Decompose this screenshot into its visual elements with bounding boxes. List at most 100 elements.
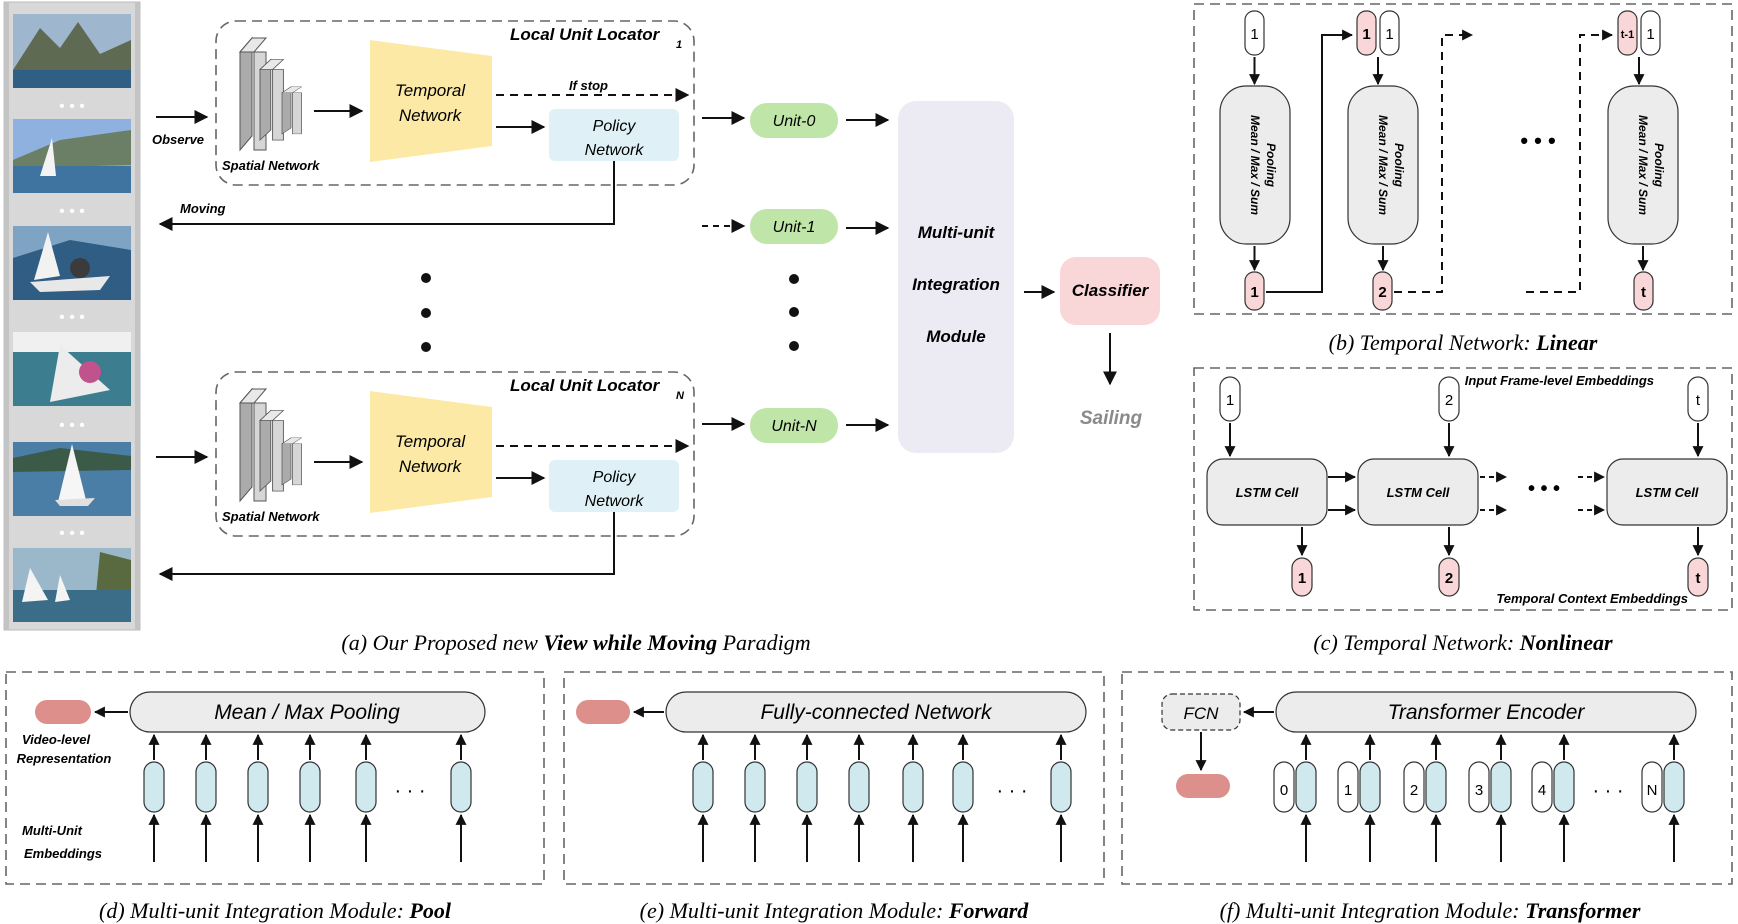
position-index: 1 bbox=[1344, 782, 1352, 799]
policy-network-box bbox=[549, 460, 679, 512]
lstm-cell bbox=[1206, 458, 1328, 526]
embeddings-label-l2: Embeddings bbox=[24, 846, 102, 861]
panel-c: Input Frame-level Embeddings Temporal Co… bbox=[1193, 367, 1733, 655]
output-token: 2 bbox=[1378, 284, 1386, 301]
frame-gap-dots: • • • bbox=[59, 417, 85, 434]
locator-1-title: Local Unit Locator bbox=[510, 25, 661, 44]
panel-a: • • • • • • • • • • • • • bbox=[3, 1, 1160, 655]
local-unit-locator-n: Local Unit Locator N Spatial Network Tem… bbox=[215, 371, 695, 537]
temporal-network-label-l2: Network bbox=[399, 457, 463, 476]
moving-label: Moving bbox=[180, 201, 226, 216]
locator-n-sub: N bbox=[676, 390, 685, 402]
classifier bbox=[1060, 257, 1160, 325]
video-rep-label-l1: Video-level bbox=[22, 732, 91, 747]
transformer-encoder-label: Transformer Encoder bbox=[1388, 701, 1586, 724]
temporal-network-label-l2: Network bbox=[399, 106, 463, 125]
input-token: 1 bbox=[1226, 392, 1234, 409]
video-rep-label-l2: Representation bbox=[17, 751, 112, 766]
transformer-encoder-bar bbox=[1275, 691, 1697, 733]
policy-network-label-l2: Network bbox=[585, 493, 645, 510]
input-token: 1 bbox=[1250, 26, 1258, 43]
film-strip: • • • • • • • • • • • • • bbox=[3, 1, 141, 631]
lstm-cell-label: LSTM Cell bbox=[1236, 485, 1299, 500]
output-token: 2 bbox=[1445, 570, 1453, 587]
embedding-column bbox=[450, 733, 472, 862]
lstm-ellipsis: • • • bbox=[1528, 478, 1560, 500]
embedding-column bbox=[247, 733, 269, 862]
embedding-column bbox=[848, 733, 870, 862]
pooling-box bbox=[1219, 85, 1291, 245]
policy-network-box bbox=[549, 109, 679, 161]
panel-b: 1 Mean / Max / Sum Pooling 1 1 1 Mean / … bbox=[1193, 3, 1733, 355]
pooling-box bbox=[1347, 85, 1419, 245]
unit-n-label: Unit-N bbox=[771, 418, 817, 435]
unit-n bbox=[750, 408, 838, 443]
positional-embedding-column: 1 bbox=[1337, 733, 1381, 862]
caption-c: (c) Temporal Network: Nonlinear bbox=[1313, 630, 1613, 655]
frame-gap-dots: • • • bbox=[59, 203, 85, 220]
output-token: t bbox=[1641, 284, 1646, 301]
embedding-column bbox=[143, 733, 165, 862]
pooling-label-l2: Pooling bbox=[1652, 143, 1666, 188]
panel-e: Fully-connected Network · · · (e) Multi-… bbox=[563, 671, 1105, 923]
pooling-box bbox=[1607, 85, 1679, 245]
spatial-network-label: Spatial Network bbox=[222, 158, 320, 173]
if-stop-label: If stop bbox=[569, 78, 608, 93]
input-token: t bbox=[1696, 392, 1701, 409]
position-index: N bbox=[1647, 782, 1658, 799]
frame-5 bbox=[13, 442, 131, 516]
caption-a: (a) Our Proposed new View while Moving P… bbox=[341, 630, 810, 655]
pooling-label-l1: Mean / Max / Sum bbox=[1376, 115, 1390, 215]
embedding-column bbox=[796, 733, 818, 862]
input-token: 2 bbox=[1445, 392, 1453, 409]
locator-1-sub: 1 bbox=[676, 39, 682, 51]
embedding-column bbox=[744, 733, 766, 862]
temporal-network-label-l1: Temporal bbox=[395, 81, 466, 100]
embedding-column bbox=[355, 733, 377, 862]
position-index: 3 bbox=[1475, 782, 1483, 799]
policy-network-label-l2: Network bbox=[585, 142, 645, 159]
frame-3 bbox=[13, 226, 131, 300]
embedding-column bbox=[1050, 733, 1072, 862]
fcn-label: FCN bbox=[1184, 704, 1220, 723]
input-token: t-1 bbox=[1621, 29, 1634, 41]
integration-label-l1: Multi-unit bbox=[918, 223, 996, 242]
frame-gap-dots: • • • bbox=[59, 98, 85, 115]
local-unit-locator-1: Local Unit Locator 1 Spatial Network Tem… bbox=[215, 20, 695, 186]
output-token: 1 bbox=[1298, 570, 1306, 587]
positional-embedding-column: 0 bbox=[1273, 733, 1317, 862]
output-label: Sailing bbox=[1080, 408, 1143, 429]
video-level-representation bbox=[576, 700, 630, 724]
observe-label: Observe bbox=[152, 132, 204, 147]
pooling-label-l2: Pooling bbox=[1392, 143, 1406, 188]
spatial-network-icon bbox=[240, 389, 302, 501]
input-token: 1 bbox=[1362, 26, 1370, 43]
positional-embedding-column: 3 bbox=[1468, 733, 1512, 862]
embedding-column bbox=[902, 733, 924, 862]
spatial-network-label: Spatial Network bbox=[222, 509, 320, 524]
panel-f: Transformer Encoder FCN 0 1 2 3 4 bbox=[1121, 671, 1733, 923]
policy-network-label-l1: Policy bbox=[593, 469, 637, 486]
caption-f: (f) Multi-unit Integration Module: Trans… bbox=[1220, 898, 1641, 923]
linear-ellipsis: • • • bbox=[1520, 128, 1555, 153]
positional-embedding-column: 2 bbox=[1403, 733, 1447, 862]
locator-ellipsis bbox=[421, 273, 431, 352]
frame-4 bbox=[13, 332, 131, 406]
unit-1-label: Unit-1 bbox=[773, 219, 816, 236]
input-token: 1 bbox=[1385, 26, 1393, 43]
lstm-cell bbox=[1606, 458, 1728, 526]
embedding-column bbox=[195, 733, 217, 862]
locator-n-title: Local Unit Locator bbox=[510, 376, 661, 395]
lstm-cell-label: LSTM Cell bbox=[1636, 485, 1699, 500]
lstm-cell bbox=[1357, 458, 1479, 526]
temporal-network-box bbox=[370, 391, 492, 513]
fcn-box bbox=[1161, 693, 1241, 731]
classifier-label: Classifier bbox=[1072, 281, 1150, 300]
frame-6 bbox=[13, 548, 131, 622]
position-index: 2 bbox=[1410, 782, 1418, 799]
output-embeddings-label: Temporal Context Embeddings bbox=[1496, 591, 1688, 606]
embedding-column bbox=[692, 733, 714, 862]
pooling-bar bbox=[129, 691, 486, 733]
positional-embedding-column: N bbox=[1641, 733, 1685, 862]
embeddings-label-l1: Multi-Unit bbox=[22, 823, 83, 838]
